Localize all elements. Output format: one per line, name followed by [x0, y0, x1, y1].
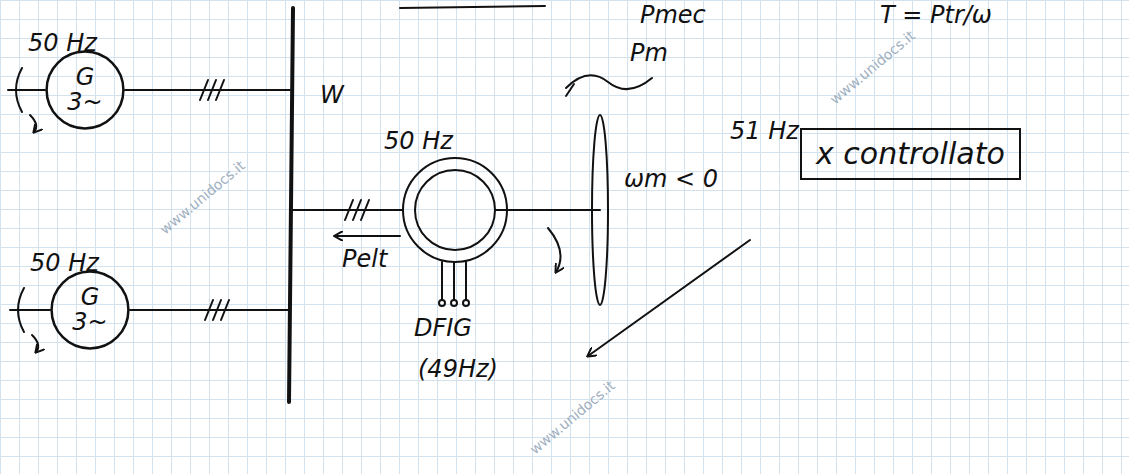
- frequency-label: 51 Hz: [730, 118, 799, 144]
- wind-squiggle: [566, 75, 652, 89]
- generator-circle: G 3~: [45, 50, 125, 130]
- shaft: [495, 209, 600, 211]
- speed-label: ωm < 0: [624, 166, 718, 192]
- rotor-ring: [415, 170, 495, 250]
- power-label: Pm: [630, 40, 668, 66]
- watermark: www.unidocs.it: [827, 28, 918, 108]
- turbine-symbol: [16, 68, 22, 112]
- rotation-arrow: [32, 335, 38, 352]
- shaft: [8, 89, 45, 91]
- stator-ring: [403, 158, 507, 262]
- top-line: [400, 6, 545, 8]
- generator-circle: G 3~: [50, 270, 130, 350]
- note-box: x controllato: [800, 128, 1021, 180]
- wind-squiggle: [566, 84, 574, 96]
- wind-blade: [592, 115, 608, 305]
- note-text: x controllato: [816, 138, 1005, 170]
- bus-bar: [289, 8, 293, 402]
- pointer-arrow: [588, 240, 750, 356]
- turbine-symbol: [18, 288, 24, 332]
- three-phase-line: [125, 89, 290, 91]
- three-phase-mark: [205, 300, 229, 320]
- formula-text: T = Ptr/ω: [880, 2, 992, 28]
- three-phase-line: [290, 209, 403, 211]
- terminal: [439, 300, 445, 306]
- watermark: www.unidocs.it: [157, 158, 248, 238]
- rotation-arrow: [30, 115, 36, 132]
- watermark: www.unidocs.it: [527, 378, 618, 458]
- terminal: [463, 300, 469, 306]
- shaft: [10, 309, 50, 311]
- formula-text: Pmec: [640, 2, 706, 28]
- frequency-label: 50 Hz: [384, 128, 453, 154]
- frequency-label: (49Hz): [418, 356, 498, 382]
- rotation-arrow: [548, 228, 561, 272]
- power-label: Pelt: [342, 246, 387, 272]
- machine-label: DFIG: [414, 315, 472, 341]
- generator-symbol: G 3~: [72, 285, 108, 335]
- three-phase-mark: [345, 200, 369, 220]
- rotor-leads: [442, 262, 466, 300]
- three-phase-mark: [200, 80, 224, 100]
- power-arrow: [335, 235, 400, 237]
- generator-symbol: G 3~: [67, 65, 103, 115]
- speed-label: W: [320, 82, 344, 108]
- terminal: [451, 300, 457, 306]
